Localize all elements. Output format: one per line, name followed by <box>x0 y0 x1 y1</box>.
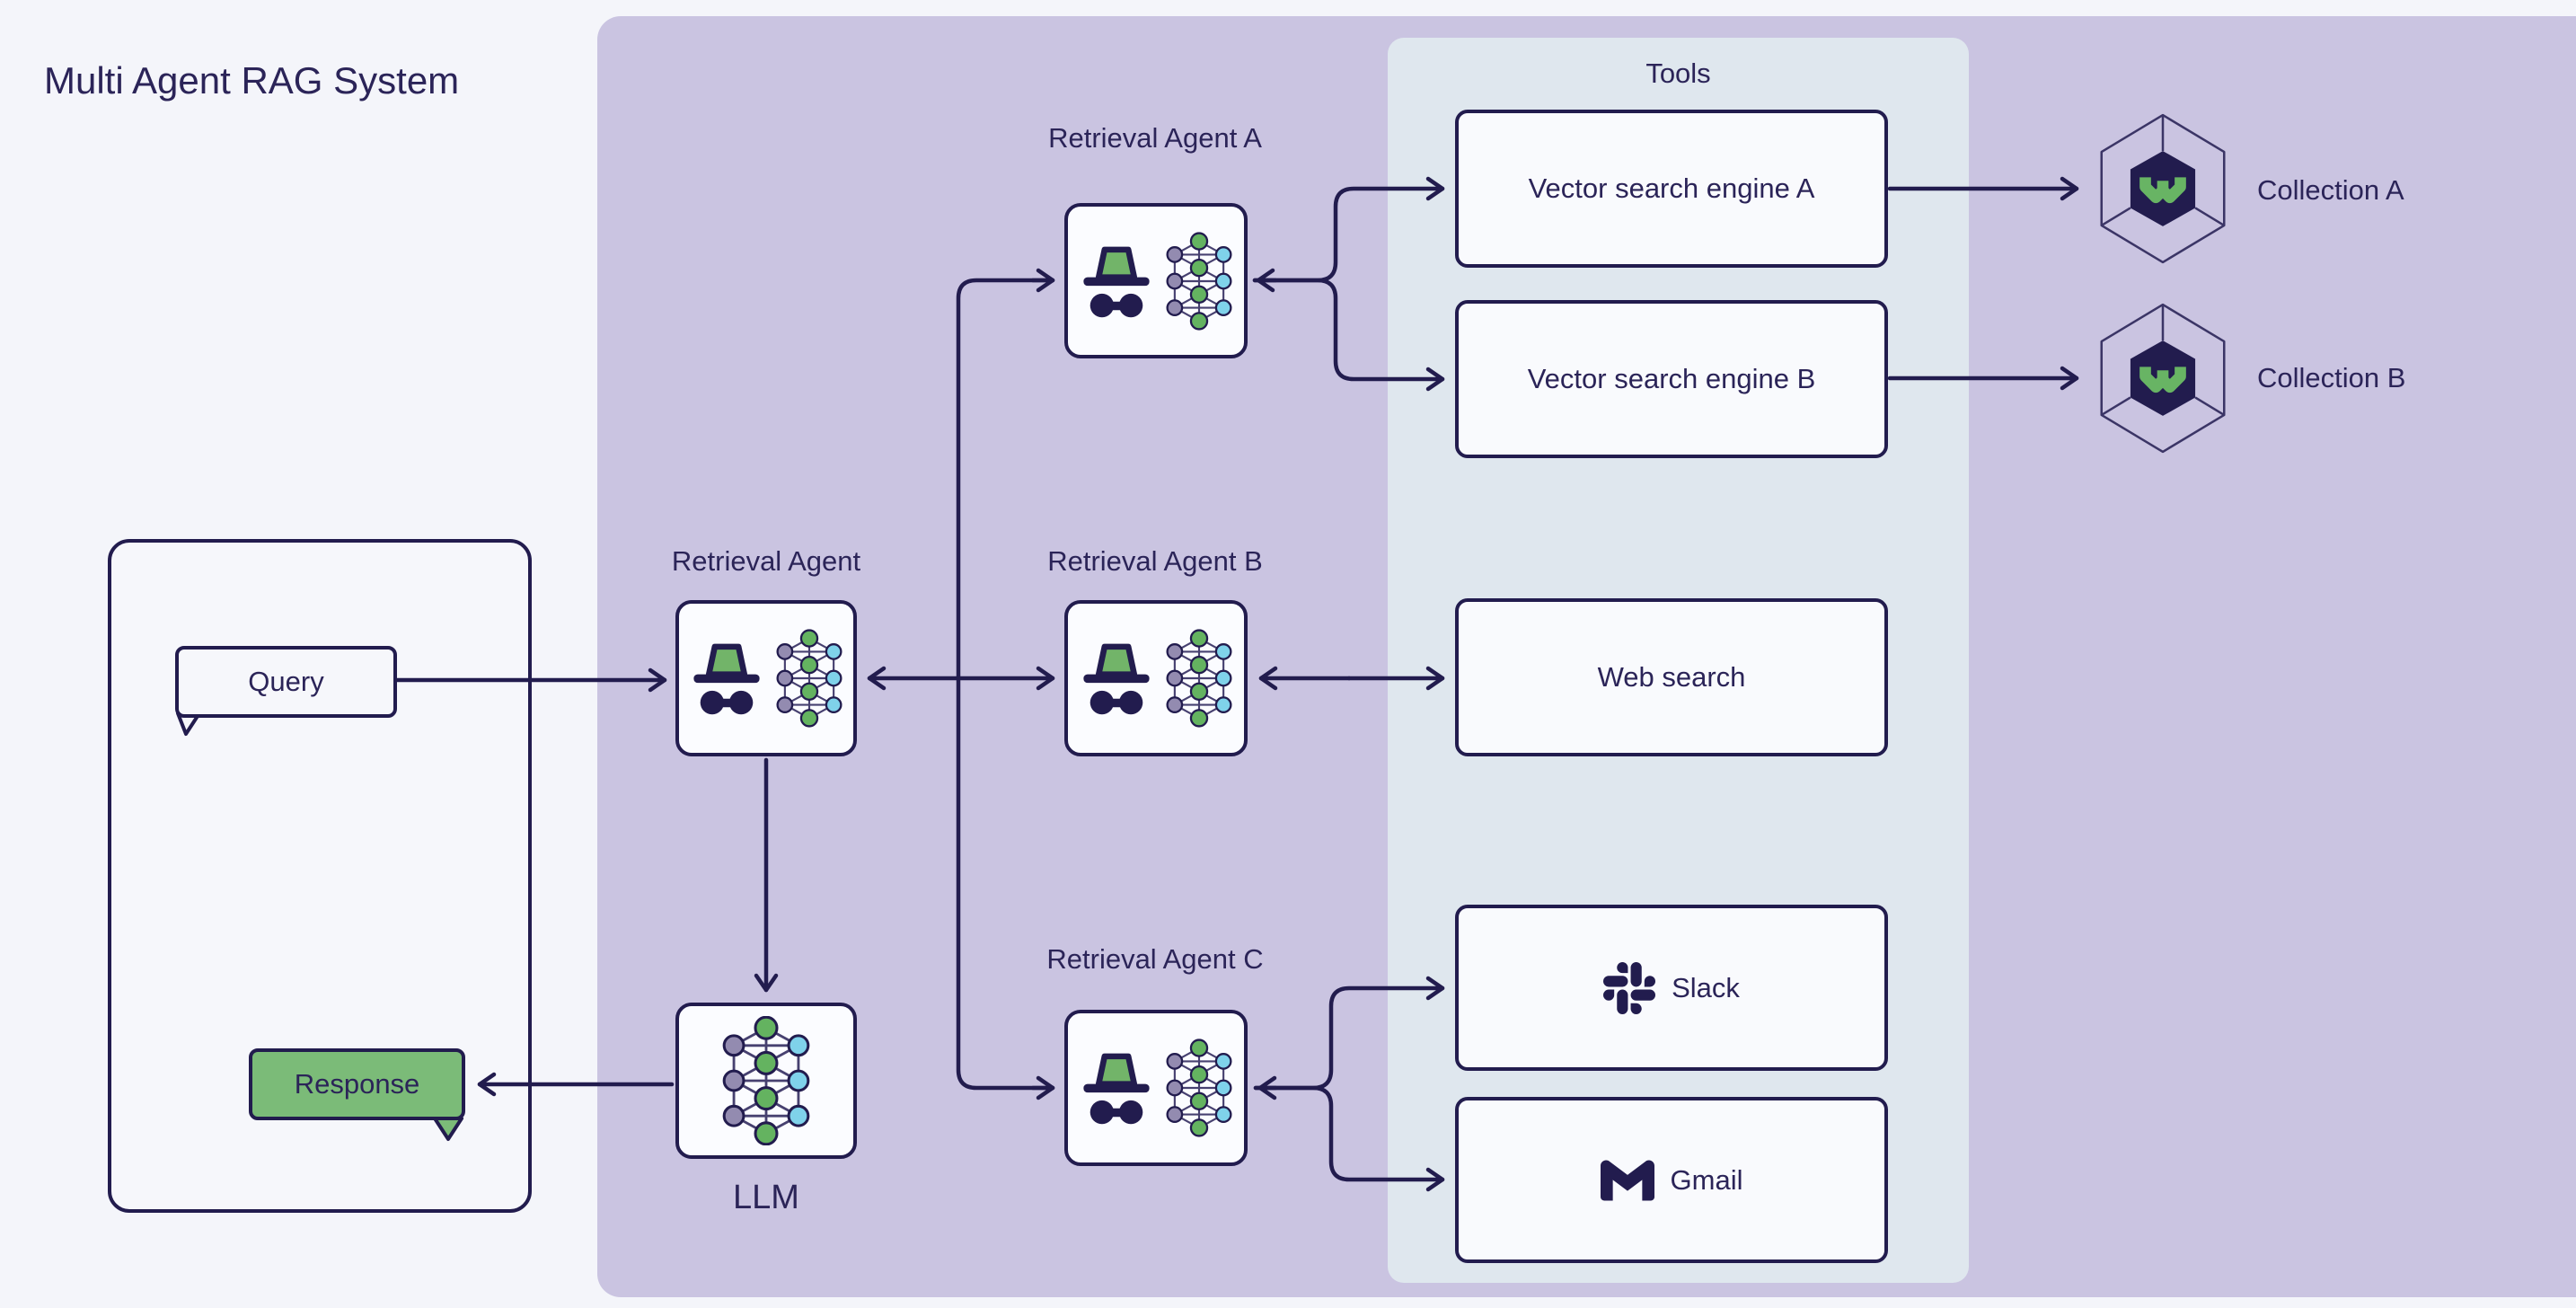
gmail-icon <box>1601 1153 1654 1207</box>
response-bubble: Response <box>249 1048 465 1120</box>
neural-network-icon <box>776 629 842 728</box>
collection-b-node <box>2093 299 2233 457</box>
neural-network-icon <box>1166 232 1232 331</box>
weaviate-hexagon-icon <box>2093 110 2233 268</box>
incognito-agent-icon <box>1080 1047 1153 1129</box>
retrieval-agent-b-node <box>1064 600 1248 756</box>
query-bubble: Query <box>175 646 397 718</box>
slack-icon <box>1603 962 1655 1014</box>
neural-network-icon <box>1166 629 1232 728</box>
llm-node <box>675 1003 857 1159</box>
vector-search-engine-b-node: Vector search engine B <box>1455 300 1888 458</box>
incognito-agent-icon <box>690 637 763 720</box>
vector-search-engine-a-node: Vector search engine A <box>1455 110 1888 268</box>
weaviate-hexagon-icon <box>2093 299 2233 457</box>
retrieval-agent-label: Retrieval Agent <box>671 545 861 577</box>
retrieval-agent-node <box>675 600 857 756</box>
collection-a-label: Collection A <box>2257 174 2404 206</box>
vector-search-engine-b-label: Vector search engine B <box>1527 363 1816 394</box>
retrieval-agent-c-label: Retrieval Agent C <box>1046 943 1264 975</box>
vector-search-engine-a-label: Vector search engine A <box>1528 172 1815 204</box>
collection-b-label: Collection B <box>2257 362 2406 393</box>
response-label: Response <box>294 1068 420 1100</box>
response-bubble-tail <box>433 1117 463 1141</box>
collection-a-node <box>2093 110 2233 268</box>
query-label: Query <box>248 666 324 697</box>
slack-label: Slack <box>1672 971 1740 1003</box>
incognito-agent-icon <box>1080 637 1153 720</box>
retrieval-agent-a-label: Retrieval Agent A <box>1048 122 1262 154</box>
neural-network-icon <box>722 1016 810 1145</box>
web-search-node: Web search <box>1455 598 1888 756</box>
page-title: Multi Agent RAG System <box>44 59 460 102</box>
retrieval-agent-a-node <box>1064 203 1248 358</box>
tools-panel-title: Tools <box>1645 57 1711 89</box>
gmail-label: Gmail <box>1670 1163 1743 1196</box>
incognito-agent-icon <box>1080 240 1153 323</box>
web-search-label: Web search <box>1597 661 1746 693</box>
retrieval-agent-c-node <box>1064 1010 1248 1166</box>
retrieval-agent-b-label: Retrieval Agent B <box>1047 545 1263 577</box>
slack-node: Slack <box>1455 905 1888 1071</box>
neural-network-icon <box>1166 1038 1232 1137</box>
llm-label: LLM <box>733 1179 799 1216</box>
gmail-node: Gmail <box>1455 1097 1888 1263</box>
